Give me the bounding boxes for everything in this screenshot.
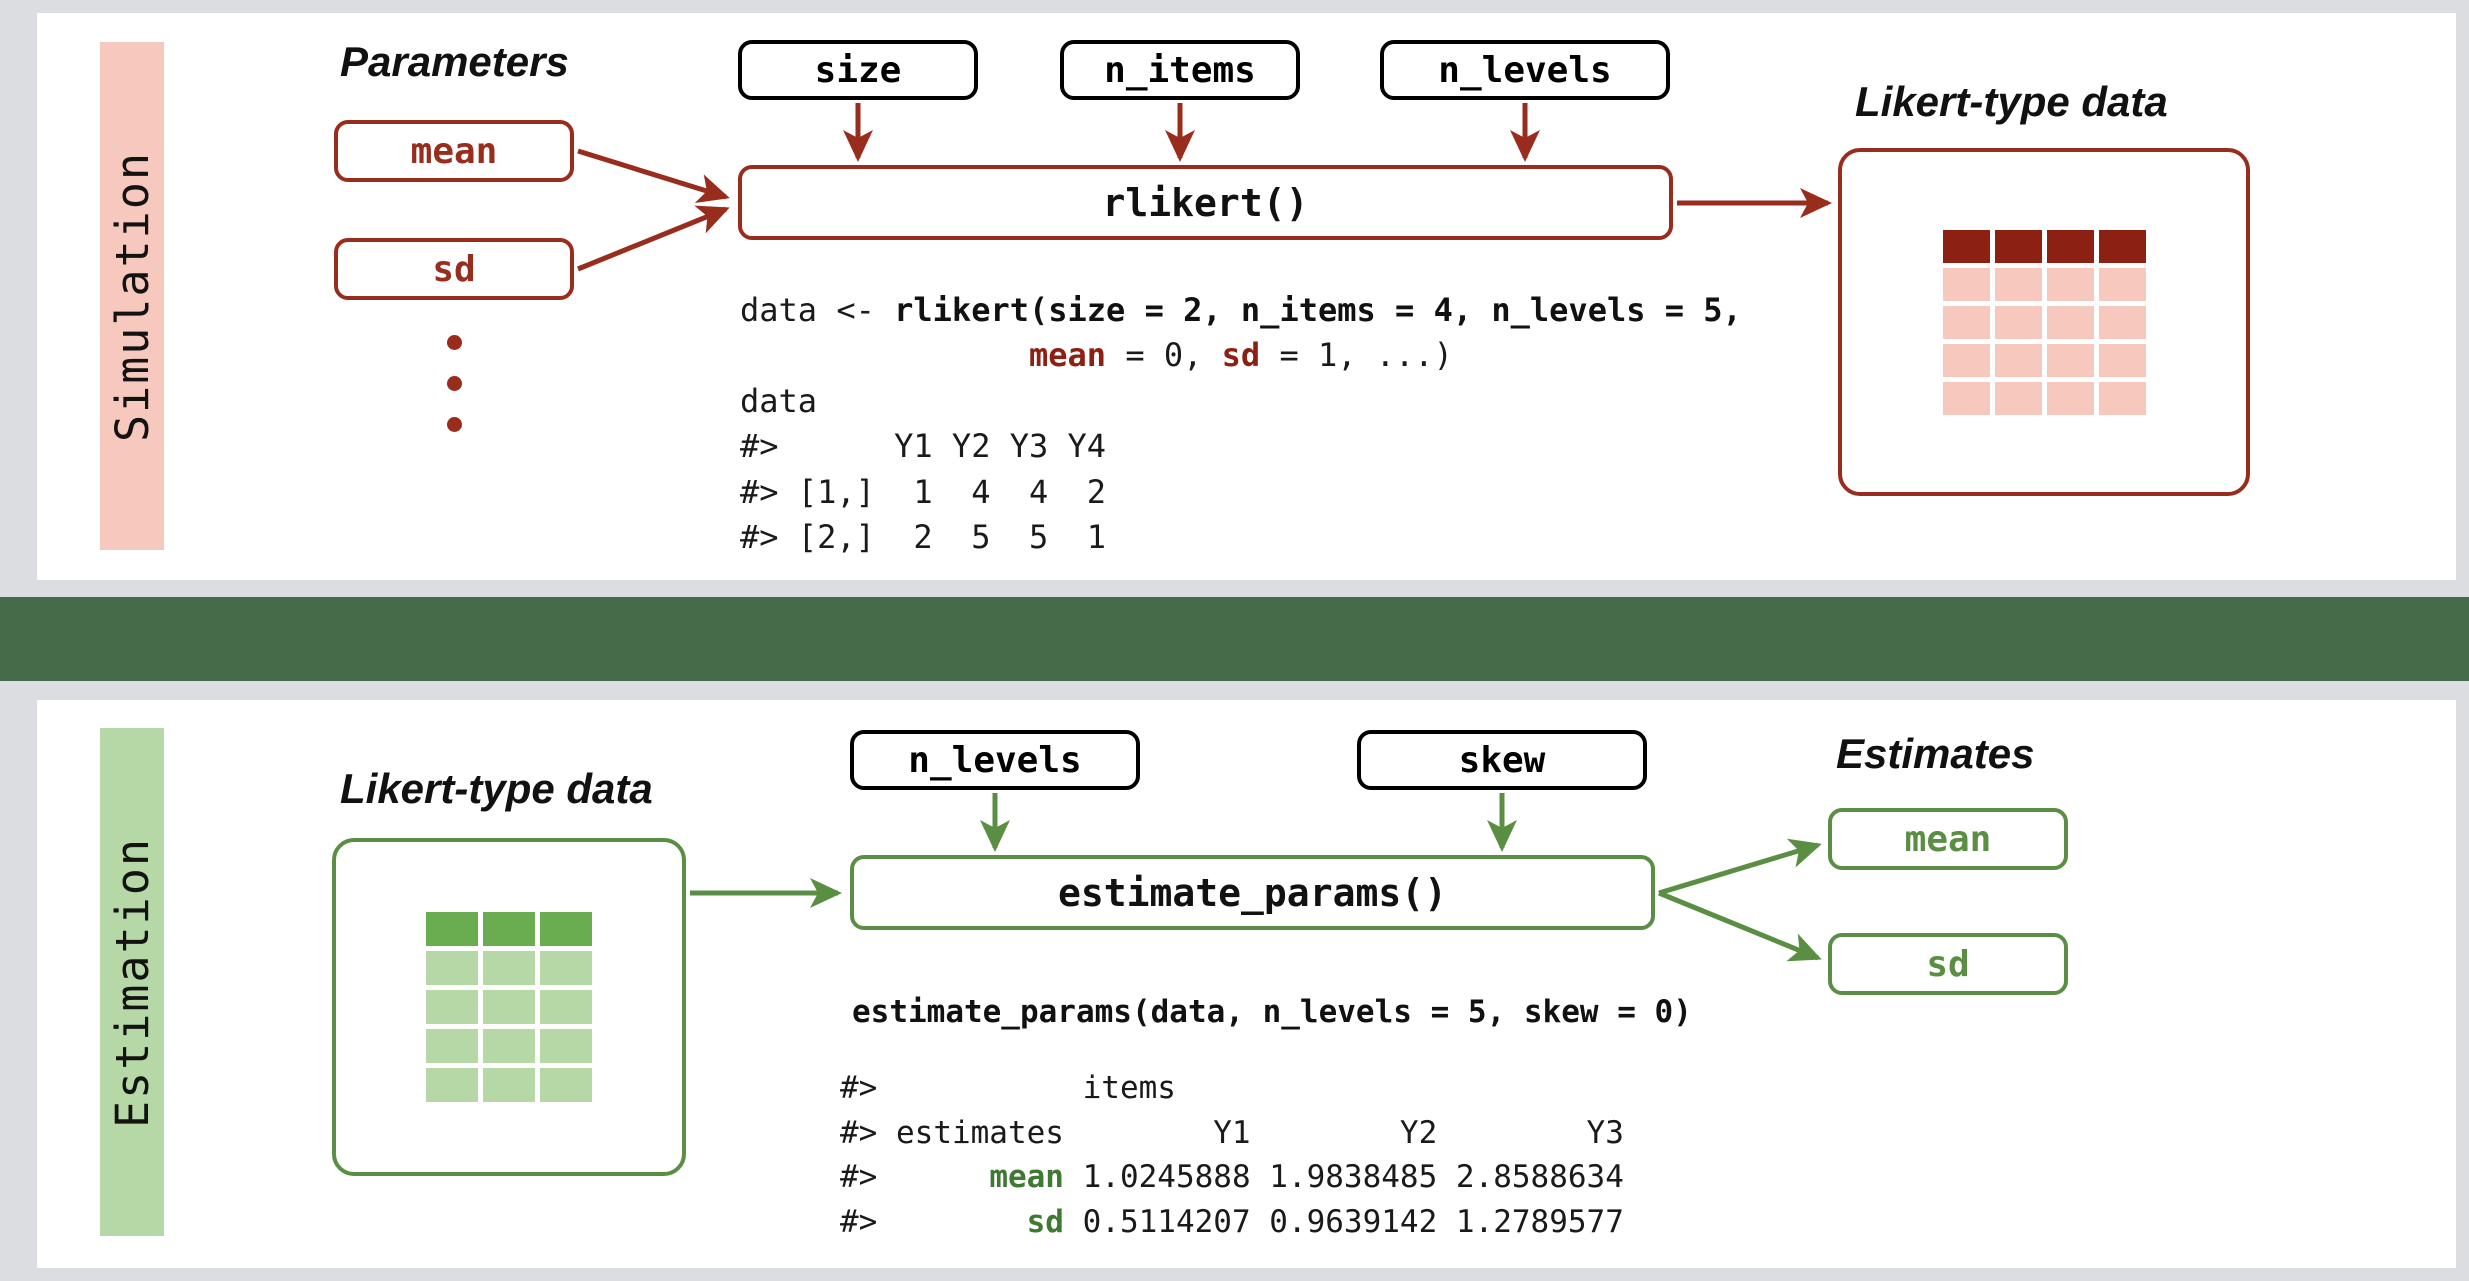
grid-cell bbox=[426, 1068, 478, 1102]
ellipsis-dot bbox=[447, 376, 462, 391]
grid-cell bbox=[2098, 267, 2146, 301]
code-output-header: #> Y1 Y2 Y3 Y4 bbox=[740, 427, 1107, 466]
arg-box-skew[interactable]: skew bbox=[1357, 730, 1647, 790]
grid-cell bbox=[540, 1029, 592, 1063]
function-box-estimate-params[interactable]: estimate_params() bbox=[850, 855, 1655, 930]
simulation-code-block: data <- rlikert(size = 2, n_items = 4, n… bbox=[740, 288, 1742, 561]
grid-cell-header bbox=[426, 912, 478, 946]
arg-box-n-levels-estimation[interactable]: n_levels bbox=[850, 730, 1140, 790]
code-output-line: #> sd 0.5114207 0.9639142 1.2789577 bbox=[840, 1204, 1624, 1240]
code-line-call-2: mean = 0, sd = 1, ...) bbox=[740, 336, 1453, 374]
grid-cell bbox=[540, 1068, 592, 1102]
code-line-call-1: data <- rlikert(size = 2, n_items = 4, n… bbox=[740, 291, 1742, 329]
grid-cell bbox=[1942, 343, 1990, 377]
code-output-indent: #> bbox=[840, 1159, 990, 1196]
likert-data-grid-estimation bbox=[426, 912, 592, 1102]
simulation-side-label: Simulation bbox=[100, 42, 164, 550]
code-fn-name: rlikert( bbox=[894, 291, 1049, 329]
code-arg-sd-value: = 1, ...) bbox=[1260, 336, 1453, 375]
estimation-side-label-text: Estimation bbox=[105, 836, 159, 1128]
code-args: size = 2, n_items = 4, n_levels = 5, bbox=[1048, 291, 1742, 329]
code-output-values-sd: 0.5114207 0.9639142 1.2789577 bbox=[1063, 1203, 1624, 1240]
arg-box-n-levels[interactable]: n_levels bbox=[1380, 40, 1670, 100]
likert-data-container-estimation bbox=[332, 838, 686, 1176]
code-output-line: #> estimates Y1 Y2 Y3 bbox=[840, 1114, 1624, 1151]
grid-cell bbox=[1994, 381, 2042, 415]
code-output-values-mean: 1.0245888 1.9838485 2.8588634 bbox=[1063, 1159, 1624, 1196]
grid-cell bbox=[540, 951, 592, 985]
grid-cell bbox=[2046, 267, 2094, 301]
grid-cell bbox=[540, 990, 592, 1024]
likert-data-heading-simulation: Likert-type data bbox=[1855, 78, 2168, 125]
parameters-heading: Parameters bbox=[340, 38, 569, 85]
arg-box-n-items[interactable]: n_items bbox=[1060, 40, 1300, 100]
grid-cell bbox=[426, 1029, 478, 1063]
estimate-box-mean[interactable]: mean bbox=[1828, 808, 2068, 870]
estimate-box-sd[interactable]: sd bbox=[1828, 933, 2068, 995]
grid-cell-header bbox=[2046, 229, 2094, 263]
code-output-indent: #> bbox=[840, 1203, 1027, 1240]
grid-cell bbox=[2046, 381, 2094, 415]
grid-cell bbox=[426, 990, 478, 1024]
parameters-ellipsis bbox=[447, 335, 462, 432]
grid-cell-header bbox=[2098, 229, 2146, 263]
code-output-row: #> [1,] 1 4 4 2 bbox=[740, 472, 1107, 511]
function-box-rlikert[interactable]: rlikert() bbox=[738, 165, 1673, 240]
code-output-line: #> items bbox=[840, 1070, 1176, 1106]
grid-cell bbox=[2098, 343, 2146, 377]
likert-data-container-simulation bbox=[1838, 148, 2250, 496]
code-args: data, n_levels = 5, skew = 0) bbox=[1150, 994, 1692, 1030]
ellipsis-dot bbox=[447, 335, 462, 350]
likert-data-grid-simulation bbox=[1942, 229, 2146, 415]
grid-cell bbox=[1994, 343, 2042, 377]
code-fn-name: estimate_params( bbox=[852, 994, 1151, 1030]
code-assign: data <- bbox=[740, 291, 895, 329]
code-indent bbox=[740, 336, 1029, 374]
grid-cell-header bbox=[540, 912, 592, 946]
code-line-echo: data bbox=[740, 381, 818, 420]
code-output-key-sd: sd bbox=[1026, 1203, 1064, 1240]
code-arg-sd: sd bbox=[1221, 336, 1261, 375]
grid-cell bbox=[1942, 267, 1990, 301]
param-box-mean[interactable]: mean bbox=[334, 120, 574, 182]
grid-cell bbox=[1942, 381, 1990, 415]
grid-cell bbox=[1942, 305, 1990, 339]
section-divider-band bbox=[0, 597, 2469, 681]
grid-cell bbox=[483, 1068, 535, 1102]
code-arg-mean: mean bbox=[1028, 336, 1107, 375]
grid-cell bbox=[2098, 381, 2146, 415]
estimation-code-output: #> items #> estimates Y1 Y2 Y3 #> mean 1… bbox=[840, 1066, 1624, 1245]
grid-cell bbox=[2046, 343, 2094, 377]
grid-cell-header bbox=[1942, 229, 1990, 263]
grid-cell bbox=[1994, 305, 2042, 339]
grid-cell bbox=[483, 951, 535, 985]
estimation-code-call: estimate_params(data, n_levels = 5, skew… bbox=[852, 990, 1692, 1034]
likert-data-heading-estimation: Likert-type data bbox=[340, 765, 653, 812]
code-output-line: #> mean 1.0245888 1.9838485 2.8588634 bbox=[840, 1159, 1624, 1195]
grid-cell bbox=[2046, 305, 2094, 339]
arg-box-size[interactable]: size bbox=[738, 40, 978, 100]
ellipsis-dot bbox=[447, 417, 462, 432]
grid-cell bbox=[426, 951, 478, 985]
grid-cell bbox=[483, 1029, 535, 1063]
param-box-sd[interactable]: sd bbox=[334, 238, 574, 300]
grid-cell bbox=[2098, 305, 2146, 339]
grid-cell bbox=[1994, 267, 2042, 301]
grid-cell-header bbox=[1994, 229, 2042, 263]
code-arg-mean-value: = 0, bbox=[1106, 336, 1222, 375]
estimates-heading: Estimates bbox=[1836, 730, 2035, 777]
code-output-key-mean: mean bbox=[989, 1159, 1064, 1196]
code-output-row: #> [2,] 2 5 5 1 bbox=[740, 518, 1107, 557]
simulation-side-label-text: Simulation bbox=[105, 150, 159, 442]
estimation-side-label: Estimation bbox=[100, 728, 164, 1236]
grid-cell bbox=[483, 990, 535, 1024]
grid-cell-header bbox=[483, 912, 535, 946]
